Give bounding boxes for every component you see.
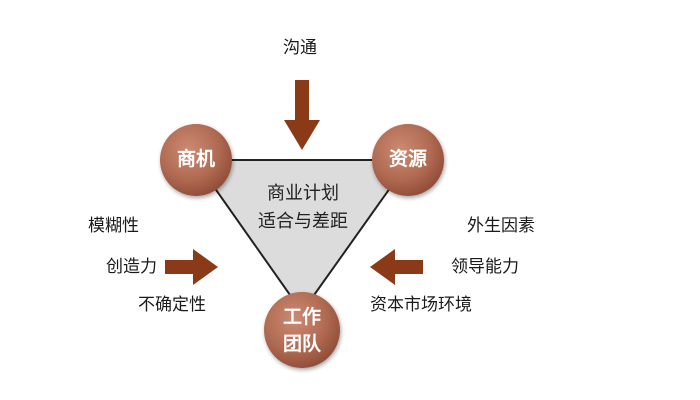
left-factor-item: 创造力 xyxy=(106,257,157,277)
top-label: 沟通 xyxy=(283,38,317,58)
node-right-label: 资源 xyxy=(388,148,427,170)
right-arrow-icon xyxy=(370,249,423,285)
center-text-line2: 适合与差距 xyxy=(258,211,348,232)
node-bottom-label-line2: 团队 xyxy=(282,333,321,355)
node-right-circle xyxy=(372,124,444,196)
left-factor-item: 模糊性 xyxy=(88,216,139,236)
right-factor-item: 外生因素 xyxy=(467,216,535,236)
node-left-label: 商机 xyxy=(176,148,215,170)
top-arrow-icon xyxy=(284,80,320,150)
left-factor-item: 不确定性 xyxy=(138,295,206,315)
node-bottom-circle xyxy=(264,292,340,368)
central-triangle xyxy=(193,159,412,314)
right-factor-item: 领导能力 xyxy=(451,257,519,277)
left-arrow-icon xyxy=(165,249,218,285)
node-bottom-label-line1: 工作 xyxy=(282,306,321,328)
right-factor-item: 资本市场环境 xyxy=(370,295,472,315)
center-text-line1: 商业计划 xyxy=(267,183,339,204)
node-left-circle xyxy=(160,124,232,196)
